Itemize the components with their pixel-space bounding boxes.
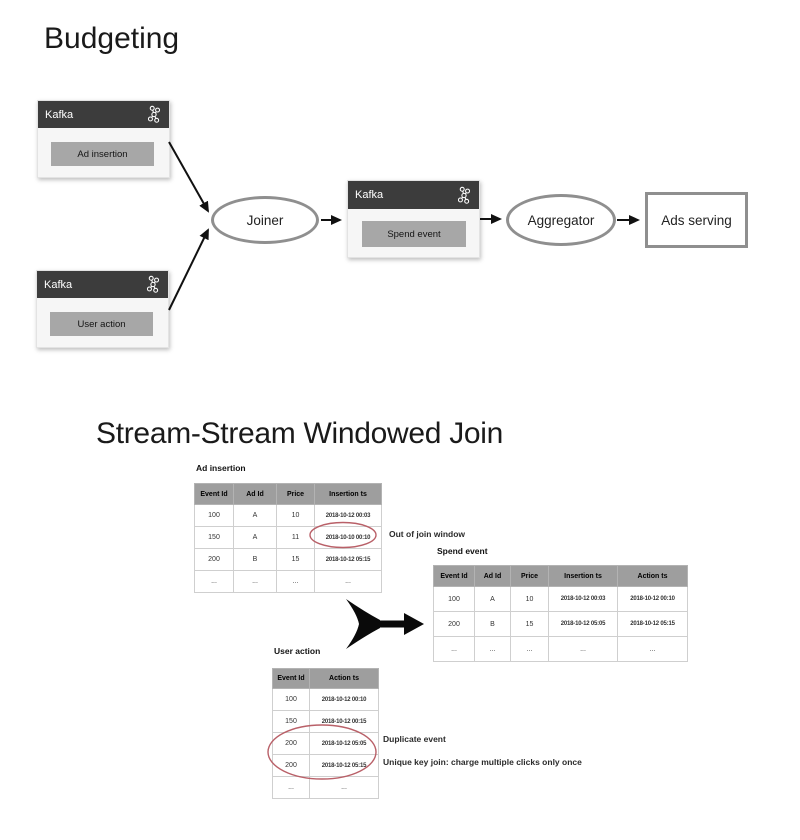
table-cell: ... <box>474 636 511 662</box>
table-cell: ... <box>548 636 618 662</box>
column-header: Ad Id <box>474 565 511 587</box>
column-header: Action ts <box>309 668 379 689</box>
kafka-cluster-icon <box>456 186 472 205</box>
table-cell: 200 <box>194 548 234 571</box>
table-cell: 2018-10-12 00:10 <box>617 586 688 612</box>
table-title-spend-event: Spend event <box>437 546 488 556</box>
annotation-duplicate-event: Duplicate event <box>383 734 446 744</box>
table-cell: A <box>474 586 511 612</box>
table-cell: ... <box>272 776 310 799</box>
kafka-label: Kafka <box>44 278 73 291</box>
kafka-label: Kafka <box>45 108 74 121</box>
table-cell: 100 <box>194 504 234 527</box>
table-cell: 2018-10-12 00:03 <box>548 586 618 612</box>
table-cell: A <box>233 526 277 549</box>
table-cell: ... <box>510 636 549 662</box>
section-title-stream-join: Stream-Stream Windowed Join <box>96 417 504 450</box>
node-aggregator: Aggregator <box>506 194 616 246</box>
kafka-cluster-icon <box>146 105 162 124</box>
table-cell: 2018-10-12 05:15 <box>309 754 379 777</box>
annotation-out-of-join-window: Out of join window <box>389 529 466 539</box>
kafka-box-user-action: Kafka User action <box>36 270 169 348</box>
kafka-box-header: Kafka <box>38 101 169 128</box>
column-header: Price <box>510 565 549 587</box>
table-cell: 200 <box>272 732 310 755</box>
table-cell: B <box>474 611 511 637</box>
column-header: Insertion ts <box>548 565 618 587</box>
table-cell: ... <box>433 636 475 662</box>
kafka-label: Kafka <box>355 189 384 201</box>
table-cell: 200 <box>272 754 310 777</box>
table-cell: ... <box>314 570 382 593</box>
arrow-user-action-to-joiner <box>168 228 209 311</box>
table-cell: 2018-10-12 00:03 <box>314 504 382 527</box>
table-cell: 150 <box>272 710 310 733</box>
table-cell: 100 <box>433 586 475 612</box>
table-cell: 2018-10-12 05:05 <box>548 611 618 637</box>
table-cell: 2018-10-12 05:15 <box>617 611 688 637</box>
table-cell: 15 <box>510 611 549 637</box>
table-row: ............ <box>194 570 382 593</box>
kafka-box-ad-insertion: Kafka Ad insertion <box>37 100 170 178</box>
arrow-ad-insertion-to-joiner <box>168 141 209 213</box>
node-ads-serving: Ads serving <box>645 192 748 248</box>
table-cell: 150 <box>194 526 234 549</box>
kafka-box-header: Kafka <box>348 181 479 209</box>
table-cell: ... <box>194 570 234 593</box>
table-cell: 2018-10-12 05:15 <box>314 548 382 571</box>
table-title-ad-insertion: Ad insertion <box>196 463 246 473</box>
column-header: Price <box>276 483 315 505</box>
table-cell: ... <box>233 570 277 593</box>
table-cell: 2018-10-12 05:05 <box>309 732 379 755</box>
table-row: ...... <box>272 776 379 799</box>
topic-user-action: User action <box>50 312 153 336</box>
topic-ad-insertion: Ad insertion <box>51 142 154 166</box>
merge-arrow <box>346 599 424 649</box>
table-cell: 200 <box>433 611 475 637</box>
node-joiner: Joiner <box>211 196 319 244</box>
table-title-user-action: User action <box>274 646 321 656</box>
column-header: Event Id <box>272 668 310 689</box>
column-header: Event Id <box>194 483 234 505</box>
table-cell: 2018-10-10 00:10 <box>314 526 382 549</box>
table-cell: 11 <box>276 526 315 549</box>
column-header: Event Id <box>433 565 475 587</box>
table-row: ............... <box>433 636 688 662</box>
table-cell: A <box>233 504 277 527</box>
annotation-unique-key-join: Unique key join: charge multiple clicks … <box>383 757 582 767</box>
kafka-box-header: Kafka <box>37 271 168 298</box>
column-header: Insertion ts <box>314 483 382 505</box>
table-cell: 2018-10-12 00:15 <box>309 710 379 733</box>
table-cell: 2018-10-12 00:10 <box>309 688 379 711</box>
table-cell: 100 <box>272 688 310 711</box>
table-cell: ... <box>617 636 688 662</box>
topic-spend-event: Spend event <box>362 221 466 247</box>
table-cell: 15 <box>276 548 315 571</box>
table-cell: 10 <box>510 586 549 612</box>
table-cell: ... <box>309 776 379 799</box>
kafka-box-spend-event: Kafka Spend event <box>347 180 480 258</box>
page-title: Budgeting <box>44 22 180 55</box>
table-cell: B <box>233 548 277 571</box>
column-header: Ad Id <box>233 483 277 505</box>
kafka-cluster-icon <box>145 275 161 294</box>
table-cell: ... <box>276 570 315 593</box>
column-header: Action ts <box>617 565 688 587</box>
table-cell: 10 <box>276 504 315 527</box>
